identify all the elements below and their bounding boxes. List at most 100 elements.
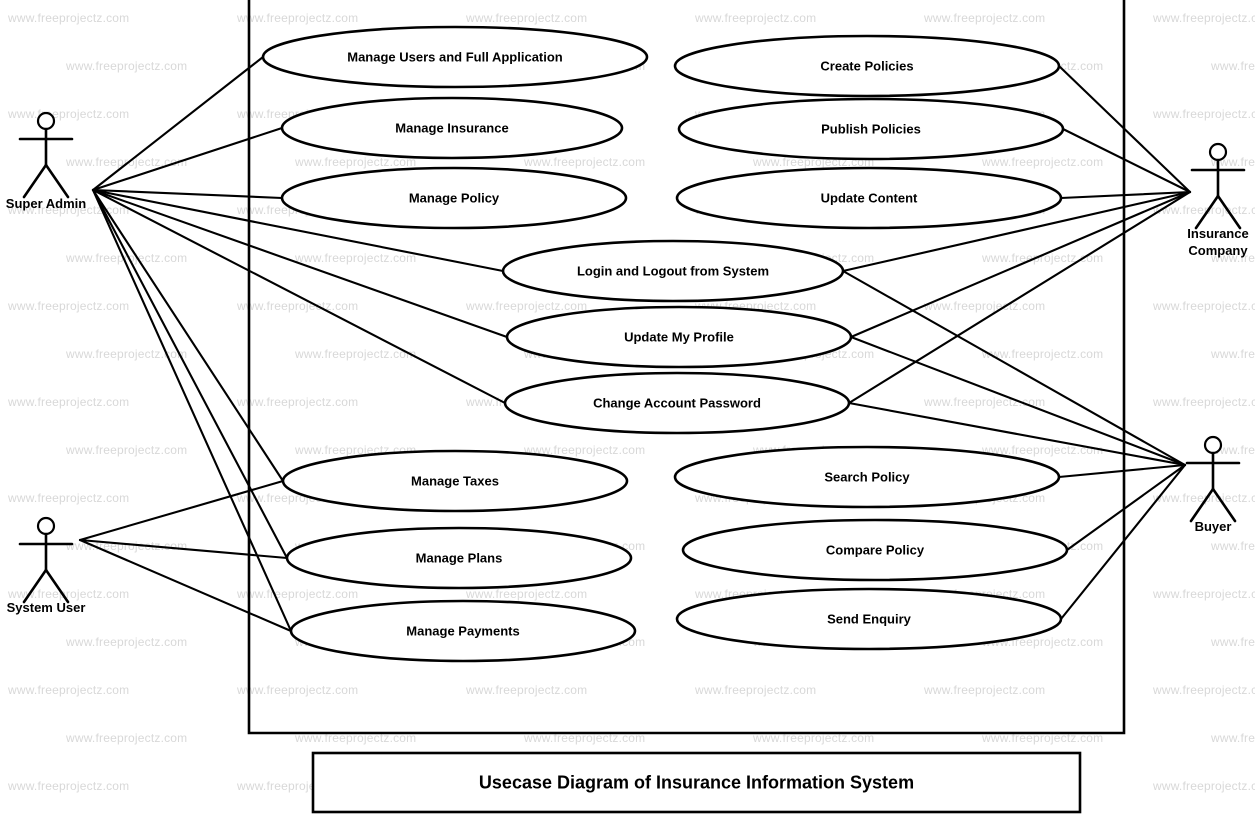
watermark-text: www.freeprojectz.com — [7, 395, 129, 409]
use-case-label: Manage Users and Full Application — [347, 49, 563, 64]
use-case-publish-policies[interactable]: Publish Policies — [677, 97, 1065, 161]
use-case-ellipse — [501, 239, 845, 303]
watermark-text: www.freeprojectz.com — [465, 11, 587, 25]
association-line — [1057, 463, 1187, 479]
use-case-manage-plans[interactable]: Manage Plans — [285, 526, 633, 590]
watermark-text: www.freeprojectz.com — [981, 155, 1103, 169]
actor-label: Company — [1188, 243, 1248, 258]
watermark-text: www.freeprojectz.com — [7, 587, 129, 601]
watermark-text: www.freeprojectz.com — [1210, 731, 1255, 745]
watermark-text: www.freeprojectz.com — [294, 155, 416, 169]
use-case-label: Create Policies — [820, 58, 913, 73]
watermark-text: www.freeprojectz.com — [65, 251, 187, 265]
actor-super-admin[interactable]: Super Admin — [6, 111, 86, 211]
watermark-text: www.freeprojectz.com — [694, 11, 816, 25]
watermark-text: www.freeprojectz.com — [1152, 11, 1255, 25]
actor-right-leg — [1211, 487, 1237, 523]
use-case-ellipse — [675, 166, 1063, 230]
use-case-manage-policy[interactable]: Manage Policy — [280, 166, 628, 230]
association-line — [847, 190, 1192, 405]
watermark-text: www.freeprojectz.com — [294, 731, 416, 745]
use-case-manage-users-full-application[interactable]: Manage Users and Full Application — [261, 25, 649, 89]
watermark-text: www.freeprojectz.com — [7, 779, 129, 793]
actor-head — [1203, 435, 1223, 455]
use-case-update-my-profile[interactable]: Update My Profile — [505, 305, 853, 369]
use-case-manage-taxes[interactable]: Manage Taxes — [281, 449, 629, 513]
use-case-ellipse — [261, 25, 649, 89]
use-case-ellipse — [681, 518, 1069, 582]
use-case-label: Update My Profile — [624, 329, 734, 344]
association-line — [849, 190, 1192, 339]
use-case-label: Compare Policy — [826, 542, 925, 557]
watermark-text: www.freeprojectz.com — [65, 731, 187, 745]
use-case-label: Manage Insurance — [395, 120, 508, 135]
use-case-ellipse — [289, 599, 637, 663]
watermark-text: www.freeprojectz.com — [65, 347, 187, 361]
association-line — [91, 126, 284, 192]
watermark-text: www.freeprojectz.com — [236, 299, 358, 313]
watermark-text: www.freeprojectz.com — [1210, 347, 1255, 361]
use-case-create-policies[interactable]: Create Policies — [673, 34, 1061, 98]
watermark-text: www.freeprojectz.com — [465, 587, 587, 601]
use-case-change-account-password[interactable]: Change Account Password — [503, 371, 851, 435]
use-case-ellipse — [505, 305, 853, 369]
use-case-label: Change Account Password — [593, 395, 761, 410]
watermark-text: www.freeprojectz.com — [236, 395, 358, 409]
use-case-manage-payments[interactable]: Manage Payments — [289, 599, 637, 663]
watermark-text: www.freeprojectz.com — [7, 299, 129, 313]
watermark-text: www.freeprojectz.com — [981, 347, 1103, 361]
watermark-text: www.freeprojectz.com — [465, 299, 587, 313]
watermark-text: www.freeprojectz.com — [1210, 635, 1255, 649]
watermark-text: www.freeprojectz.com — [752, 731, 874, 745]
watermark-text: www.freeprojectz.com — [65, 635, 187, 649]
association-line — [1065, 463, 1187, 552]
watermark-text: www.freeprojectz.com — [65, 59, 187, 73]
actor-system-user[interactable]: System User — [7, 516, 86, 615]
watermark-text: www.freeprojectz.com — [7, 107, 129, 121]
use-case-ellipse — [673, 34, 1061, 98]
use-case-search-policy[interactable]: Search Policy — [673, 445, 1061, 509]
watermark-text: www.freeprojectz.com — [1152, 107, 1255, 121]
use-case-manage-insurance[interactable]: Manage Insurance — [280, 96, 624, 160]
use-case-update-content[interactable]: Update Content — [675, 166, 1063, 230]
watermark-text: www.freeprojectz.com — [1152, 587, 1255, 601]
use-case-label: Manage Taxes — [411, 473, 499, 488]
watermark-text: www.freeprojectz.com — [1152, 683, 1255, 697]
association-line — [91, 55, 265, 192]
watermark-text: www.freeprojectz.com — [294, 251, 416, 265]
watermark-text: www.freeprojectz.com — [1152, 395, 1255, 409]
use-case-send-enquiry[interactable]: Send Enquiry — [675, 587, 1063, 651]
watermark-text: www.freeprojectz.com — [1152, 299, 1255, 313]
watermark-text: www.freeprojectz.com — [7, 491, 129, 505]
watermark-text: www.freeprojectz.com — [923, 683, 1045, 697]
diagram-title: Usecase Diagram of Insurance Information… — [479, 772, 914, 792]
use-case-ellipse — [675, 587, 1063, 651]
diagram-title-box: Usecase Diagram of Insurance Information… — [311, 751, 1082, 814]
association-line — [91, 188, 289, 560]
actor-right-leg — [44, 568, 70, 604]
association-line — [1061, 127, 1192, 194]
use-case-label: Manage Payments — [406, 623, 519, 638]
watermark-text: www.freeprojectz.com — [1152, 491, 1255, 505]
actor-left-leg — [22, 163, 48, 199]
watermark-text: www.freeprojectz.com — [923, 395, 1045, 409]
use-case-login-and-logout-from-system[interactable]: Login and Logout from System — [501, 239, 845, 303]
actor-left-leg — [1189, 487, 1215, 523]
actor-label: Buyer — [1195, 519, 1232, 534]
watermark-text: www.freeprojectz.com — [7, 11, 129, 25]
use-case-ellipse — [285, 526, 633, 590]
association-line — [91, 188, 507, 405]
association-line — [841, 269, 1187, 467]
watermark-text: www.freeprojectz.com — [465, 683, 587, 697]
system-boundary — [247, 0, 1126, 735]
use-case-ellipse — [673, 445, 1061, 509]
watermark-text: www.freeprojectz.com — [523, 155, 645, 169]
use-case-compare-policy[interactable]: Compare Policy — [681, 518, 1069, 582]
association-line — [847, 401, 1187, 467]
watermark-text: www.freeprojectz.com — [981, 251, 1103, 265]
actor-buyer[interactable]: Buyer — [1185, 435, 1241, 534]
association-line — [91, 188, 505, 273]
